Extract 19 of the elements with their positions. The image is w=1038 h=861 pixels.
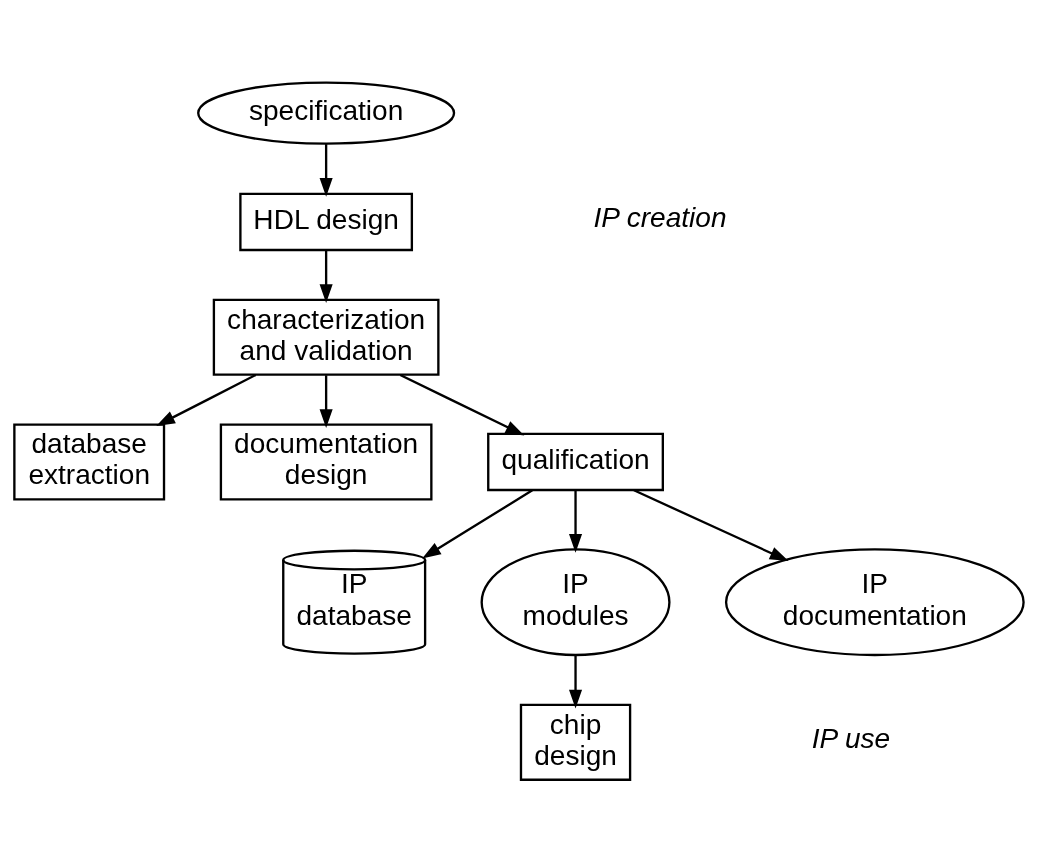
arrow [569, 490, 583, 553]
arrow [319, 143, 333, 197]
node-box: characterization and validation [212, 298, 440, 376]
node-box: database extraction [13, 422, 166, 501]
arrow [156, 373, 257, 426]
label: IP creation [593, 201, 727, 233]
node-ellipse: specification [197, 80, 456, 145]
node-box: documentation design [219, 422, 433, 501]
arrow [633, 488, 789, 561]
label: IP use [811, 722, 891, 754]
arrow [319, 374, 333, 428]
node-box: qualification [487, 432, 664, 491]
node-ellipse: IP modules [480, 547, 671, 656]
arrow [399, 373, 525, 435]
arrow [319, 249, 333, 303]
arrow [422, 488, 533, 558]
arrow [569, 654, 583, 708]
node-box: HDL design [239, 192, 414, 251]
node-box: chip design [519, 703, 632, 781]
